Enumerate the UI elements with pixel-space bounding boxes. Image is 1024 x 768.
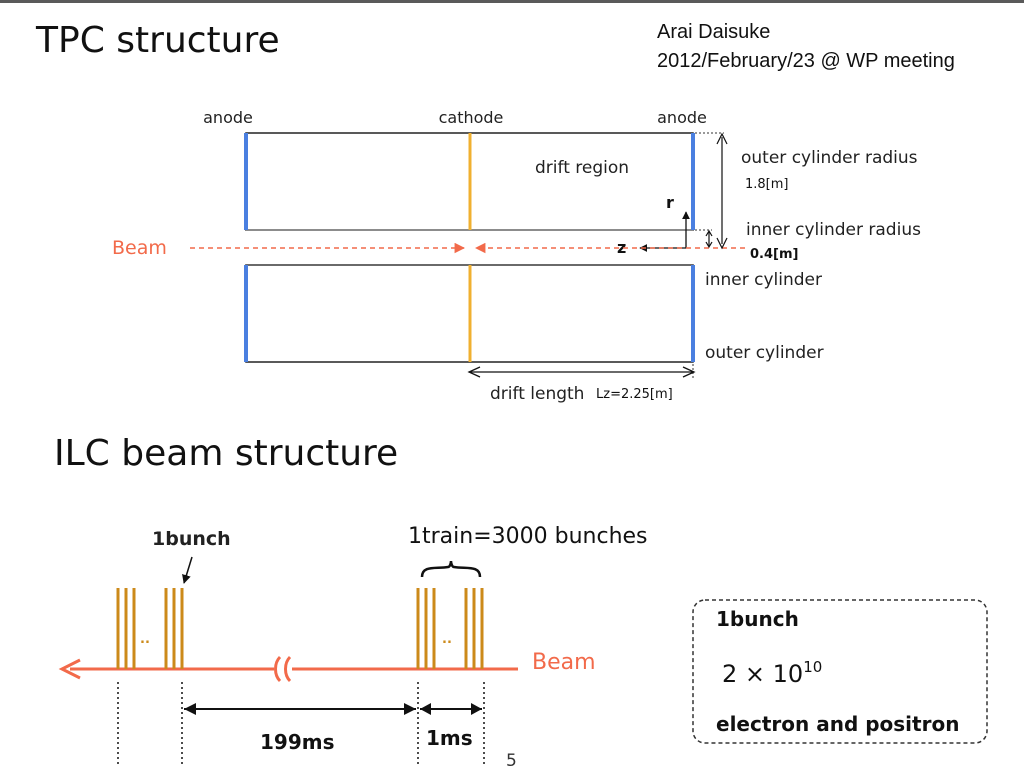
- author-name: Arai Daisuke: [657, 21, 771, 43]
- beam-break-right: [284, 655, 292, 683]
- ilc-title: ILC beam structure: [54, 433, 399, 474]
- drift-length-arrowhead-right: [682, 366, 696, 378]
- outer-radius-label: outer cylinder radius: [741, 148, 918, 168]
- inner-radius-label: inner cylinder radius: [746, 220, 921, 240]
- anode-left-label: anode: [203, 108, 253, 127]
- gap-short-arrowhead-right: [471, 703, 482, 715]
- outer-radius-arrowhead-top: [716, 132, 728, 145]
- gap-short-arrowhead-left: [420, 703, 431, 715]
- gap-long-arrowhead-left: [184, 703, 196, 715]
- beam-break-left: [274, 655, 282, 683]
- meeting-info: 2012/February/23 @ WP meeting: [657, 50, 955, 72]
- bunch-info-box: [692, 599, 988, 744]
- inner-radius-arrowhead-top: [705, 229, 713, 237]
- inner-cylinder-label: inner cylinder: [705, 270, 822, 290]
- top-border: [0, 0, 1024, 3]
- info-box-value: 2 × 1010: [722, 658, 822, 688]
- r-axis-label: r: [666, 193, 674, 212]
- gap-long-arrowhead-right: [404, 703, 416, 715]
- tpc-diagram: anode cathode anode drift region r z Bea…: [112, 108, 921, 404]
- info-box-value-exponent: 10: [803, 658, 822, 676]
- train-label: 1train=3000 bunches: [408, 524, 648, 549]
- anode-right-label: anode: [657, 108, 707, 127]
- inner-radius-arrowhead-bottom: [705, 241, 713, 249]
- outer-cylinder-label: outer cylinder: [705, 343, 824, 363]
- gap-short-label: 1ms: [426, 726, 473, 750]
- ilc-beam-label: Beam: [532, 650, 596, 675]
- drift-region-label: drift region: [535, 158, 629, 178]
- ilc-beam-diagram: 1bunch 1train=3000 bunches Beam .. ..: [58, 524, 988, 766]
- info-box-title: 1bunch: [716, 607, 799, 631]
- bunch-pointer-arrow: [182, 556, 193, 584]
- drift-length-label: drift length: [490, 384, 584, 404]
- drift-length-value: Lz=2.25[m]: [596, 387, 673, 402]
- outer-radius-arrowhead-bottom: [716, 237, 728, 250]
- train2-ellipsis: ..: [442, 632, 452, 647]
- z-axis-label: z: [617, 238, 626, 257]
- bunch-label: 1bunch: [152, 528, 231, 550]
- info-box-description: electron and positron: [716, 712, 959, 736]
- drift-length-arrowhead-left: [467, 366, 481, 378]
- page-number: 5: [506, 751, 517, 768]
- tpc-title: TPC structure: [36, 20, 280, 61]
- inner-radius-value: 0.4[m]: [750, 247, 798, 262]
- info-box-value-base: 2 × 10: [722, 660, 803, 688]
- cathode-label: cathode: [439, 108, 504, 127]
- train1-ellipsis: ..: [140, 632, 150, 647]
- ilc-beam-arrowhead: [58, 658, 81, 680]
- tpc-beam-label: Beam: [112, 237, 167, 259]
- gap-long-label: 199ms: [260, 730, 335, 754]
- outer-radius-value: 1.8[m]: [745, 177, 788, 192]
- train-brace: [420, 560, 482, 578]
